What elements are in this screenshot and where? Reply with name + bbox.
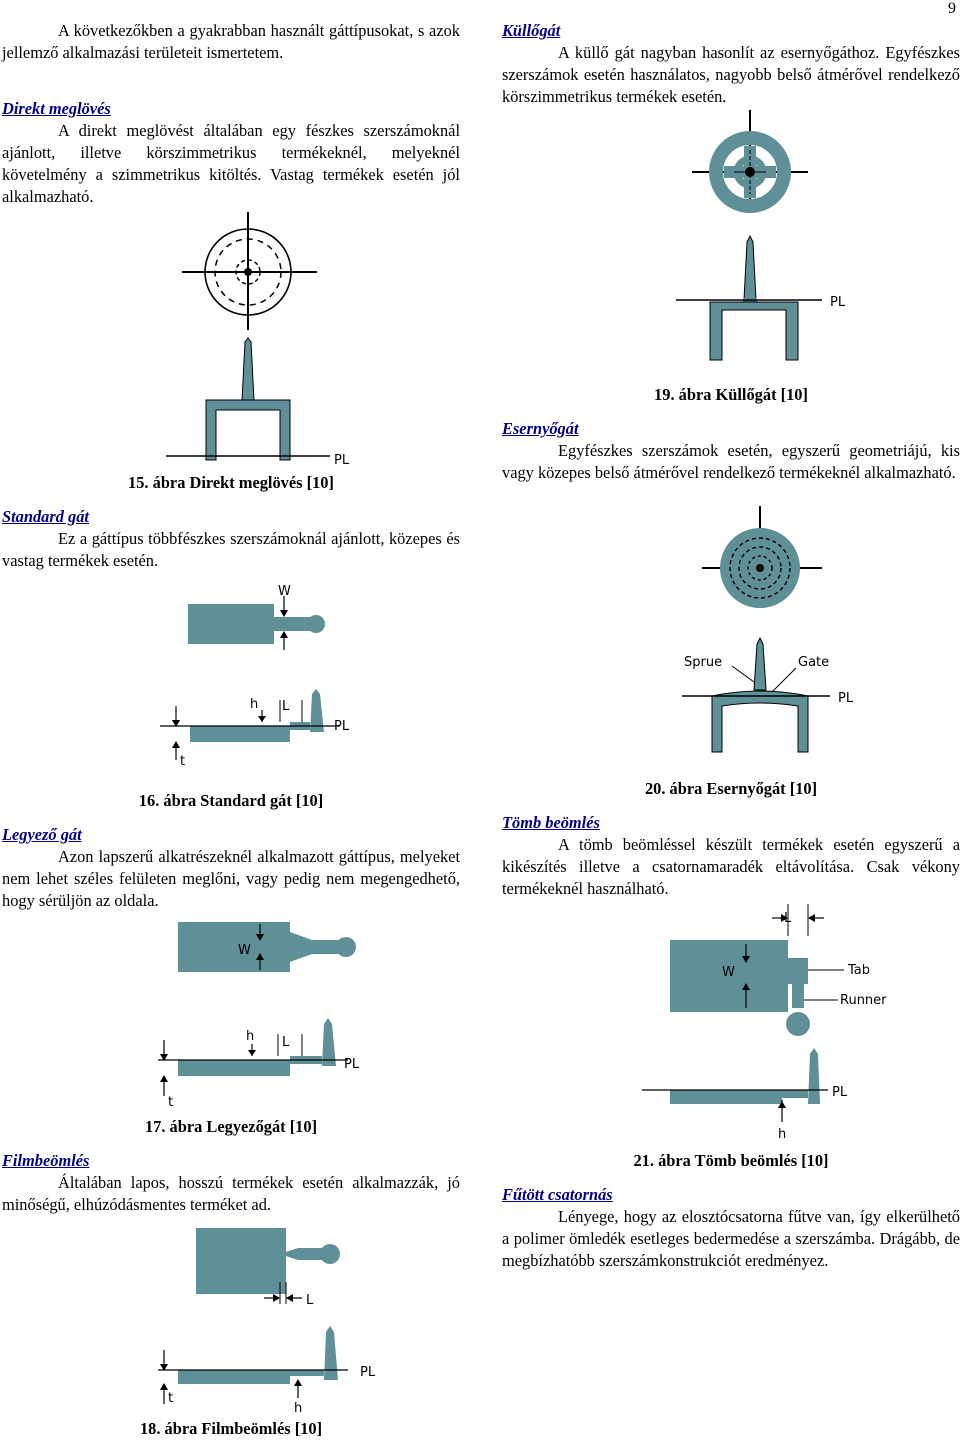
- label-l-16: L: [282, 699, 290, 714]
- label-t-17: t: [168, 1095, 173, 1110]
- figure-kullo: PL: [676, 110, 846, 361]
- label-pl-20: PL: [838, 691, 854, 706]
- label-pl-17: PL: [344, 1057, 360, 1072]
- caption-19: 19. ábra Küllőgát [10]: [654, 385, 808, 404]
- text-standard: Ez a gáttípus többfészkes szerszámoknál …: [2, 529, 460, 570]
- caption-17: 17. ábra Legyezőgát [10]: [144, 1117, 318, 1136]
- label-h-21: h: [778, 1127, 786, 1142]
- figure-esernyo: Sprue Gate PL: [682, 506, 854, 753]
- label-l-21: L: [784, 911, 792, 926]
- label-pl-21: PL: [832, 1085, 848, 1100]
- label-t-16: t: [180, 754, 185, 769]
- caption-21: 21. ábra Tömb beömlés [10]: [633, 1151, 829, 1170]
- text-direkt: A direkt meglövést általában egy fészkes…: [2, 121, 460, 206]
- label-pl-15: PL: [334, 453, 350, 468]
- label-h-16: h: [250, 697, 258, 712]
- label-h-17: h: [246, 1029, 254, 1044]
- figure-tomb: L W Tab Runner h PL: [642, 904, 887, 1142]
- label-pl-18: PL: [360, 1365, 376, 1380]
- caption-18: 18. ábra Filmbeömlés [10]: [139, 1419, 323, 1438]
- page-number: 9: [948, 0, 956, 17]
- label-w-17: W: [238, 943, 251, 958]
- heading-futott: Fűtött csatornás: [502, 1185, 613, 1204]
- label-l-17: L: [282, 1035, 290, 1050]
- label-gate: Gate: [798, 655, 829, 670]
- heading-kullo: Küllőgát: [502, 21, 561, 40]
- caption-20: 20. ábra Esernyőgát [10]: [644, 779, 818, 798]
- label-sprue: Sprue: [684, 655, 722, 670]
- figure-legyezo: W t h L PL: [158, 922, 360, 1110]
- label-runner: Runner: [840, 993, 887, 1008]
- heading-esernyo: Esernyőgát: [502, 419, 579, 438]
- intro-paragraph: A következőkben a gyakrabban használt gá…: [2, 21, 460, 62]
- text-tomb: A tömb beömléssel készült termékek eseté…: [502, 835, 960, 898]
- heading-legyezo: Legyező gát: [2, 825, 82, 844]
- caption-16: 16. ábra Standard gát [10]: [138, 791, 324, 810]
- figure-standard: W t h L PL: [160, 584, 350, 769]
- text-futott: Lényege, hogy az elosztócsatorna fűtve v…: [502, 1207, 960, 1270]
- heading-standard: Standard gát: [2, 507, 89, 526]
- label-t-18: t: [168, 1391, 173, 1406]
- heading-direkt: Direkt meglövés: [2, 99, 111, 118]
- label-w-21: W: [722, 965, 735, 980]
- figure-direkt: PL: [166, 212, 350, 468]
- heading-film: Filmbeömlés: [2, 1151, 90, 1170]
- label-w-16: W: [278, 584, 291, 599]
- label-pl-19: PL: [830, 295, 846, 310]
- label-l-18: L: [306, 1293, 314, 1308]
- text-kullo: A küllő gát nagyban hasonlít az esernyőg…: [502, 43, 960, 106]
- text-film: Általában lapos, hosszú termékek esetén …: [2, 1173, 460, 1214]
- label-tab: Tab: [847, 963, 870, 978]
- figure-film: L t h PL: [158, 1228, 376, 1416]
- text-esernyo: Egyfészkes szerszámok esetén, egyszerű g…: [502, 441, 960, 482]
- label-h-18: h: [294, 1401, 302, 1416]
- heading-tomb: Tömb beömlés: [502, 813, 600, 832]
- text-legyezo: Azon lapszerű alkatrészeknél alkalmazott…: [2, 847, 460, 910]
- caption-15: 15. ábra Direkt meglövés [10]: [128, 473, 334, 492]
- label-pl-16: PL: [334, 719, 350, 734]
